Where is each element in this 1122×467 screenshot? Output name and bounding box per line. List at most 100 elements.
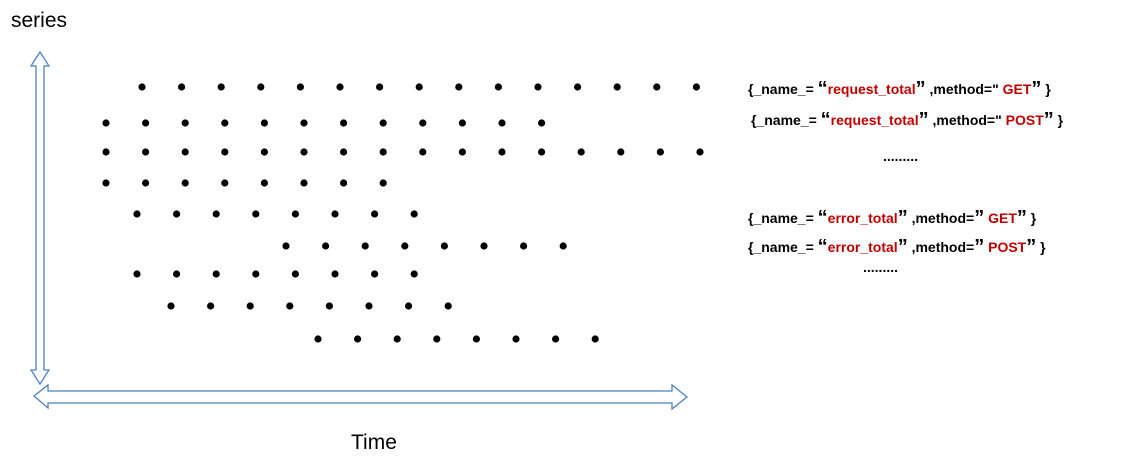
sample-point <box>410 210 418 218</box>
sample-point <box>181 179 189 187</box>
sample-point <box>433 335 441 343</box>
sample-point <box>354 335 362 343</box>
label-quote-open: “ <box>817 78 828 100</box>
label-metric-name: error_total <box>827 210 898 226</box>
sample-point <box>221 119 229 127</box>
sample-point <box>472 335 480 343</box>
sample-point <box>405 302 413 310</box>
series-row-1 <box>138 83 701 91</box>
sample-point <box>336 83 344 91</box>
sample-point <box>520 242 528 250</box>
label-open: {_name_= <box>751 112 817 128</box>
series-label-error-total-get: {_name_= “error_total” ,method=” GET” } <box>748 207 1036 230</box>
sample-point <box>178 83 186 91</box>
label-method-key: ,method= <box>911 239 975 255</box>
sample-point <box>480 242 488 250</box>
sample-point <box>181 148 189 156</box>
series-axis-label: series <box>11 9 68 32</box>
label-metric-name: error_total <box>827 239 898 255</box>
sample-point <box>246 302 254 310</box>
sample-point <box>574 83 582 91</box>
sample-point <box>138 83 146 91</box>
sample-point <box>512 335 520 343</box>
sample-point <box>577 148 585 156</box>
sample-point <box>538 148 546 156</box>
sample-point <box>419 148 427 156</box>
series-row-3 <box>102 148 704 156</box>
sample-point <box>300 148 308 156</box>
sample-point <box>260 148 268 156</box>
axes <box>29 50 689 411</box>
label-quote-close: ” <box>897 207 908 229</box>
sample-point <box>314 335 322 343</box>
sample-point <box>498 148 506 156</box>
sample-point <box>300 179 308 187</box>
sample-point <box>331 210 339 218</box>
series-label-error-total-post: {_name_= “error_total” ,method=” POST” } <box>748 236 1046 259</box>
sample-point <box>613 83 621 91</box>
sample-point <box>331 270 339 278</box>
series-row-5 <box>133 210 418 218</box>
series-row-6 <box>282 242 567 250</box>
sample-point <box>133 270 141 278</box>
sample-point <box>538 119 546 127</box>
sample-point <box>217 83 225 91</box>
sample-point <box>260 179 268 187</box>
sample-point <box>494 83 502 91</box>
sample-point <box>325 302 333 310</box>
sample-point <box>498 119 506 127</box>
sample-point <box>322 242 330 250</box>
sample-point <box>696 148 704 156</box>
sample-point <box>167 302 175 310</box>
sample-point <box>102 119 110 127</box>
sample-point <box>440 242 448 250</box>
series-row-2 <box>102 119 546 127</box>
time-axis-arrow <box>32 383 689 411</box>
sample-point <box>291 270 299 278</box>
sample-point <box>257 83 265 91</box>
sample-point <box>617 148 625 156</box>
sample-point <box>340 148 348 156</box>
label-quote-close: ” <box>1031 78 1042 100</box>
label-open: {_name_= <box>748 210 814 226</box>
label-method-value: POST <box>988 239 1027 255</box>
sample-point <box>252 270 260 278</box>
sample-point <box>173 210 181 218</box>
label-method-key: ,method= <box>911 210 975 226</box>
label-close: } <box>1040 239 1046 255</box>
sample-point <box>102 148 110 156</box>
sample-point <box>393 335 401 343</box>
series-row-7 <box>133 270 418 278</box>
sample-point <box>653 83 661 91</box>
sample-point <box>212 270 220 278</box>
sample-point <box>300 119 308 127</box>
sample-point <box>410 270 418 278</box>
sample-point <box>142 179 150 187</box>
label-quote-close: ” <box>1026 236 1037 258</box>
series-row-8 <box>167 302 452 310</box>
sample-point <box>591 335 599 343</box>
label-close: } <box>1045 81 1051 97</box>
sample-point <box>181 119 189 127</box>
ellipsis-request-series: ......... <box>883 148 919 164</box>
sample-point <box>142 119 150 127</box>
label-close: } <box>1030 210 1037 226</box>
data-points <box>102 83 704 343</box>
sample-point <box>212 210 220 218</box>
label-method-key: ,method=" <box>929 81 999 97</box>
sample-point <box>559 242 567 250</box>
time-axis-label: Time <box>351 431 397 454</box>
label-close: } <box>1057 112 1064 128</box>
sample-point <box>419 119 427 127</box>
label-open: {_name_= <box>748 239 814 255</box>
series-row-9 <box>314 335 599 343</box>
sample-point <box>252 210 260 218</box>
sample-point <box>376 83 384 91</box>
sample-point <box>173 270 181 278</box>
sample-point <box>340 119 348 127</box>
label-quote-open: “ <box>817 207 828 229</box>
label-quote-open: ” <box>974 236 985 258</box>
sample-point <box>221 148 229 156</box>
sample-point <box>534 83 542 91</box>
label-open: {_name_= <box>748 81 814 97</box>
